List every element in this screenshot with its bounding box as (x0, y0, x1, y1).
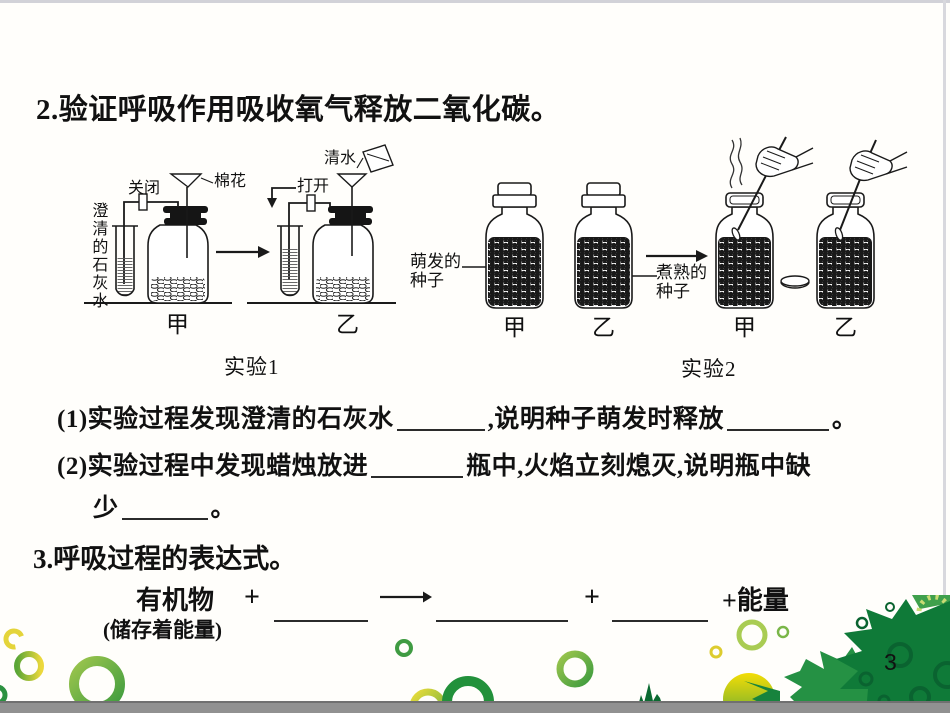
ring (736, 619, 768, 651)
water-label: 清水 (324, 150, 357, 167)
setup-b (267, 144, 394, 304)
water-pour-line (356, 157, 364, 169)
ring (395, 639, 413, 657)
stopper-a-base (164, 218, 207, 225)
experiment2-diagram: 萌发的 种子 煮熟的 种子 甲 乙 甲 乙 实验2 (400, 130, 945, 390)
answer-blank (274, 584, 368, 622)
cooked-seeds-label-line2: 种子 (656, 282, 690, 301)
valve-closed (138, 193, 148, 211)
hand-4 (849, 150, 908, 182)
stopper-a-mid (170, 212, 201, 218)
funnel-b (336, 173, 368, 188)
question-2-suffix: 。 (210, 495, 237, 522)
open-arrow-icon (267, 187, 296, 208)
test-tube-a (115, 226, 135, 297)
jar-4-label: 乙 (834, 315, 857, 340)
ring (709, 645, 723, 659)
water-beaker (362, 144, 394, 173)
question-1-suffix: 。 (831, 406, 858, 433)
answer-blank (121, 490, 208, 520)
cotton-pointer (200, 177, 214, 184)
cooked-seeds-label-line1: 煮熟的 (656, 263, 707, 282)
answer-blank (612, 584, 708, 622)
valve-open (306, 194, 316, 212)
question-1-prefix: (1)实验过程发现澄清的石灰水 (57, 406, 394, 433)
ring (14, 651, 44, 681)
answer-blank (371, 448, 464, 478)
question-2-line2: 少。 (93, 488, 236, 524)
question-1: (1)实验过程发现澄清的石灰水 ,说明种子萌发时释放 。 (57, 399, 857, 435)
experiment2-drawing (462, 136, 908, 309)
ring (0, 684, 8, 706)
question-1-mid: ,说明种子萌发时释放 (487, 406, 724, 433)
right-border (943, 0, 946, 713)
splint-4-tip (834, 227, 844, 241)
water-beaker-line (366, 153, 390, 162)
arrow-icon (646, 250, 708, 262)
jar-1-label: 甲 (503, 315, 526, 340)
bottle-b-label: 乙 (336, 312, 359, 337)
smoke (729, 139, 735, 189)
germinating-seeds-label-line2: 种子 (410, 271, 444, 290)
reactant-note: (储存着能量) (103, 618, 222, 642)
page-number: 3 (884, 649, 897, 675)
question-2-line1: (2)实验过程中发现蜡烛放进 瓶中,火焰立刻熄灭,说明瓶中缺 (57, 446, 811, 482)
delivery-tube-a (123, 201, 179, 284)
answer-blank (726, 401, 829, 431)
splint-3-tip (731, 227, 741, 241)
section-3-heading: 3.呼吸过程的表达式。 (33, 544, 297, 574)
reaction-arrow-icon (380, 591, 432, 603)
jar-2 (574, 182, 633, 309)
experiment1-caption: 实验1 (224, 355, 280, 379)
stopper-a (163, 206, 208, 213)
arrow-icon (216, 246, 270, 258)
setup-a (112, 173, 214, 304)
respiration-expression: 有机物 (储存着能量) + + +能量 (0, 578, 950, 653)
stopper-b-base (329, 218, 372, 225)
limewater-label: 澄清的石灰水 (89, 202, 107, 310)
hand-3 (755, 146, 814, 178)
test-tube-b (280, 226, 300, 297)
valve-closed-label: 关闭 (128, 180, 161, 197)
limewater-a (117, 258, 133, 297)
slide-title: 2.验证呼吸作用吸收氧气释放二氧化碳。 (36, 94, 561, 126)
stopper-b-mid (335, 212, 366, 218)
plus-sign-2: + (584, 582, 600, 613)
ring (556, 650, 594, 688)
plus-energy: +能量 (722, 586, 789, 615)
bottom-decoration (0, 595, 950, 713)
bottom-bar (0, 701, 950, 713)
stopper-b (328, 206, 373, 213)
seeds-b (316, 277, 370, 301)
funnel-a (168, 173, 203, 188)
reactant-organic: 有机物 (135, 586, 214, 615)
limewater-b (282, 248, 298, 297)
germinating-seeds-label-line1: 萌发的 (410, 252, 461, 271)
top-border (0, 0, 950, 3)
seeds-a (151, 277, 205, 301)
experiment1-diagram: 澄清的石灰水 关闭 棉花 打开 清水 甲 乙 实验1 (60, 140, 400, 385)
experiment2-caption: 实验2 (681, 357, 737, 381)
smoke-2 (737, 137, 743, 186)
plus-sign-1: + (244, 582, 260, 613)
bottle-a-label: 甲 (166, 312, 189, 337)
ring (776, 625, 790, 639)
valve-open-label: 打开 (297, 178, 330, 195)
cotton-label: 棉花 (214, 173, 247, 190)
experiment1-drawing (84, 144, 396, 304)
ring (3, 628, 25, 650)
jar-3 (715, 136, 814, 309)
jar-4 (816, 139, 908, 309)
jar-lid (780, 275, 810, 289)
question-2-prefix: (2)实验过程中发现蜡烛放进 (57, 453, 369, 480)
answer-blank (396, 401, 485, 431)
question-2-line2-prefix: 少 (93, 495, 119, 522)
jar-2-label: 乙 (592, 315, 615, 340)
answer-blank (436, 584, 568, 622)
jar-1 (485, 182, 544, 309)
jar-3-label: 甲 (733, 315, 756, 340)
question-2-mid: 瓶中,火焰立刻熄灭,说明瓶中缺 (466, 453, 812, 480)
